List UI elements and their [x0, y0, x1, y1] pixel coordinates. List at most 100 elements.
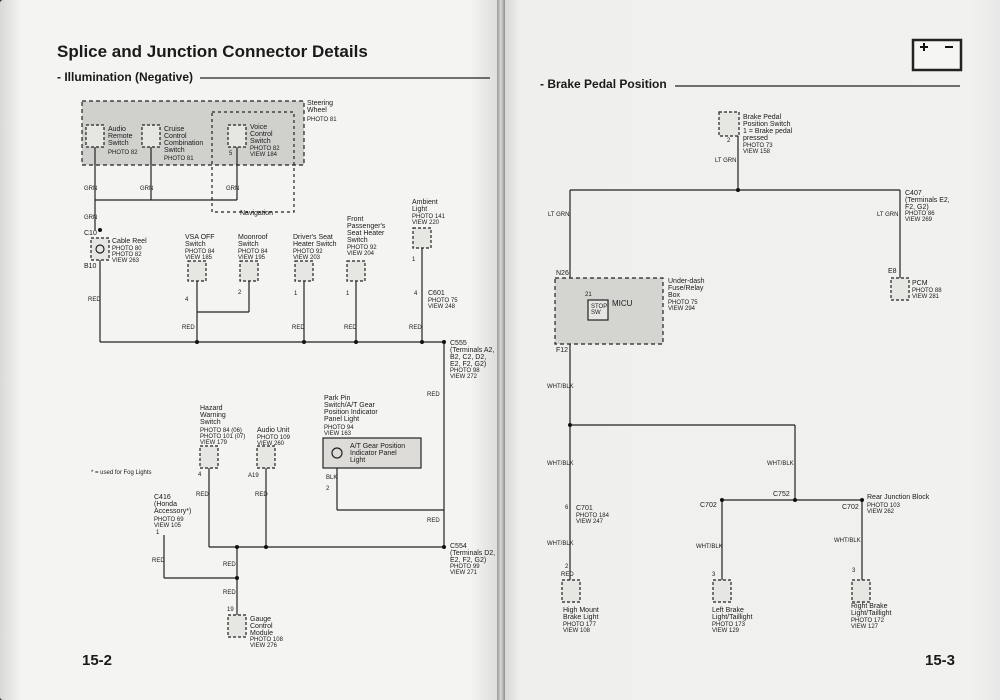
underdash-label: Under-dash Fuse/Relay Box [668, 278, 705, 299]
pin-1-c416: 1 [156, 530, 160, 536]
c555-photo: PHOTO 98 VIEW 272 [450, 368, 480, 380]
gauge-label: Gauge Control Module [250, 616, 273, 637]
c601-label: C601 [428, 290, 445, 297]
red-wire-4: RED [344, 325, 357, 331]
c554-label: C554 (Terminals D2, E2, F2, G2) [450, 543, 496, 564]
right-brake-photo: PHOTO 172 VIEW 127 [851, 618, 884, 630]
wht-blk-wire-4: WHT/BLK [547, 541, 574, 547]
c701-photo: PHOTO 184 VIEW 247 [576, 513, 609, 525]
moonroof-photo: PHOTO 84 VIEW 195 [238, 249, 268, 261]
at-gear-label: A/T Gear Position Indicator Panel Light [350, 443, 406, 464]
c416-label: C416 (Honda Accessory*) [154, 494, 192, 515]
lt-grn-wire-2: LT GRN [548, 212, 570, 218]
audio-remote-photo: PHOTO 82 [108, 150, 138, 156]
voice-label: Voice Control Switch [250, 124, 273, 145]
driver-seat-photo: PHOTO 92 VIEW 203 [293, 249, 323, 261]
brake-switch-photo: PHOTO 73 VIEW 158 [743, 143, 773, 155]
lt-grn-wire-1: LT GRN [715, 158, 737, 164]
wht-blk-wire-3: WHT/BLK [767, 461, 794, 467]
right-brake-label: Right Brake Light/Taillight [851, 603, 892, 617]
gauge-photo: PHOTO 108 VIEW 276 [250, 637, 283, 649]
red-wire-r: RED [561, 572, 574, 578]
audio-unit-label: Audio Unit [257, 427, 290, 434]
hazard-photo: PHOTO 84 (06) PHOTO 101 (07) VIEW 179 [200, 428, 246, 446]
c702-label-right: C702 [842, 504, 859, 511]
pin-4-c601: 4 [414, 291, 418, 297]
cable-reel-photo: PHOTO 80 PHOTO 82 VIEW 263 [112, 246, 142, 264]
grn-wire-1: GRN [84, 186, 98, 192]
f12-label: F12 [556, 347, 569, 354]
page-number-left: 15-2 [82, 652, 113, 669]
c10-label: C10 [84, 230, 97, 237]
pin-19: 19 [227, 607, 234, 613]
cable-reel-label: Cable Reel [112, 238, 147, 245]
c407-label: C407 (Terminals E2, F2, G2) [905, 190, 950, 211]
steering-photo: PHOTO 81 [307, 117, 337, 123]
pin-3-left: 3 [712, 572, 716, 578]
red-wire-3: RED [292, 325, 305, 331]
c752-label: C752 [773, 491, 790, 498]
page-number-right: 15-3 [925, 652, 956, 669]
pin-1-ambient: 1 [412, 257, 416, 263]
pin-6: 6 [565, 505, 569, 511]
vsa-label: VSA OFF Switch [185, 234, 215, 248]
red-wire-1: RED [88, 297, 101, 303]
high-mount-photo: PHOTO 177 VIEW 108 [563, 622, 596, 634]
grn-wire-2: GRN [140, 186, 154, 192]
red-wire-10: RED [223, 562, 236, 568]
c702-label-left: C702 [700, 502, 717, 509]
c416-photo: PHOTO 69 VIEW 105 [154, 517, 184, 529]
pin-2-high: 2 [565, 564, 569, 570]
stop-sw-label: STOP SW [591, 304, 608, 316]
e8-label: E8 [888, 268, 897, 275]
pin-2-brake: 2 [727, 138, 731, 144]
hazard-label: Hazard Warning Switch [200, 405, 226, 426]
c555-label: C555 (Terminals A2, B2, C2, D2, E2, F2, … [450, 340, 495, 368]
navigation-label: Navigation [240, 210, 274, 217]
rear-jb-photo: PHOTO 103 VIEW 262 [867, 503, 900, 515]
blk-wire: BLK [326, 475, 338, 481]
cruise-label: Cruise Control Combination Switch [164, 126, 204, 154]
audio-remote-label: Audio Remote Switch [108, 126, 133, 147]
c701-label: C701 [576, 505, 593, 512]
front-pass-photo: PHOTO 92 VIEW 204 [347, 245, 377, 257]
pcm-label: PCM [912, 280, 928, 287]
wht-blk-wire-5: WHT/BLK [696, 544, 723, 550]
steering-wheel-label: Steering Wheel [307, 100, 334, 114]
right-page [500, 0, 1000, 700]
moonroof-label: Moonroof Switch [238, 234, 268, 248]
section-heading-right: - Brake Pedal Position [540, 77, 667, 91]
red-wire-12: RED [427, 518, 440, 524]
fog-note: * = used for Fog Lights [91, 470, 152, 476]
pin-5: 5 [229, 151, 233, 157]
red-wire-6: RED [427, 392, 440, 398]
voice-photo: PHOTO 82 VIEW 184 [250, 146, 280, 158]
rear-jb-label: Rear Junction Block [867, 494, 930, 501]
front-pass-label: Front Passenger's Seat Heater Switch [347, 216, 386, 244]
brake-switch-label: Brake Pedal Position Switch 1 = Brake pe… [743, 114, 793, 142]
grn-wire-3: GRN [226, 186, 240, 192]
c407-photo: PHOTO 86 VIEW 269 [905, 211, 935, 223]
pin-1-pass: 1 [346, 291, 350, 297]
wht-blk-wire-2: WHT/BLK [547, 461, 574, 467]
park-pin-label: Park Pin Switch/A/T Gear Position Indica… [324, 395, 378, 423]
pin-4-vsa: 4 [185, 297, 189, 303]
red-wire-11: RED [223, 590, 236, 596]
red-wire-5: RED [409, 325, 422, 331]
pin-3-right: 3 [852, 568, 856, 574]
pcm-photo: PHOTO 88 VIEW 281 [912, 288, 942, 300]
vsa-photo: PHOTO 84 VIEW 185 [185, 249, 215, 261]
lt-grn-wire-3: LT GRN [877, 212, 899, 218]
wht-blk-wire-6: WHT/BLK [834, 538, 861, 544]
pin-2-park: 2 [326, 486, 330, 492]
red-wire-2: RED [182, 325, 195, 331]
a19-label: A19 [248, 473, 259, 479]
c601-photo: PHOTO 75 VIEW 248 [428, 298, 458, 310]
ambient-photo: PHOTO 141 VIEW 220 [412, 214, 445, 226]
red-wire-7: RED [196, 492, 209, 498]
park-pin-photo: PHOTO 94 VIEW 163 [324, 425, 354, 437]
audio-unit-photo: PHOTO 109 VIEW 260 [257, 435, 290, 447]
grn-wire-4: GRN [84, 215, 98, 221]
pin-4-hazard: 4 [198, 472, 202, 478]
